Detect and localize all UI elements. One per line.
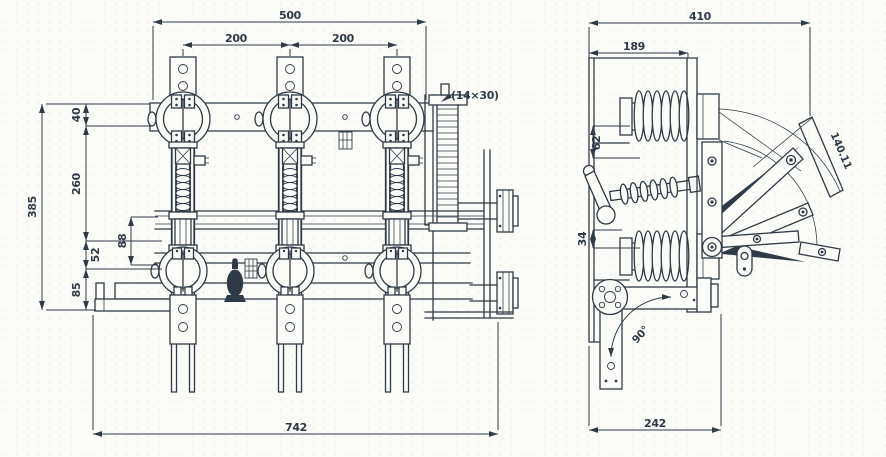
base-assembly — [591, 277, 719, 390]
dim-500: 500 — [279, 9, 302, 22]
side-view: 410 189 62 34 140.11 90° 242 — [576, 10, 854, 433]
front-operating-mechanism — [424, 83, 519, 321]
dim-90deg: 90° — [630, 324, 652, 346]
side-frame — [588, 57, 698, 343]
insulator-silhouette — [224, 258, 246, 302]
dim-34: 34 — [576, 231, 589, 246]
lower-insulator — [619, 230, 690, 282]
pole-right — [361, 56, 425, 393]
dim-slot: (14×30) — [451, 89, 499, 102]
dim-742: 742 — [285, 421, 307, 434]
dim-189: 189 — [623, 40, 645, 53]
front-view: 500 200 200 (14×30) 385 40 260 52 85 88 — [26, 9, 519, 437]
pole-left — [147, 56, 211, 393]
dim-52: 52 — [89, 248, 102, 263]
operating-lever — [582, 164, 616, 225]
dim-385: 385 — [26, 196, 39, 218]
dim-140-11: 140.11 — [828, 131, 854, 171]
dim-88: 88 — [116, 234, 129, 249]
front-details — [224, 114, 353, 302]
dim-242: 242 — [644, 417, 666, 430]
dim-410: 410 — [689, 10, 712, 23]
dim-200-left: 200 — [225, 32, 248, 45]
blade-linkage — [701, 108, 844, 277]
dim-40: 40 — [70, 107, 83, 122]
operating-rod — [608, 175, 702, 205]
front-dimensions: 500 200 200 (14×30) 385 40 260 52 85 88 — [26, 9, 499, 437]
dim-260: 260 — [70, 172, 83, 195]
dim-62: 62 — [590, 136, 603, 151]
upper-insulator — [619, 90, 690, 142]
pole-center — [254, 56, 318, 393]
upper-terminal-pad — [696, 93, 720, 140]
dim-85: 85 — [70, 283, 83, 298]
dim-200-right: 200 — [332, 32, 355, 45]
